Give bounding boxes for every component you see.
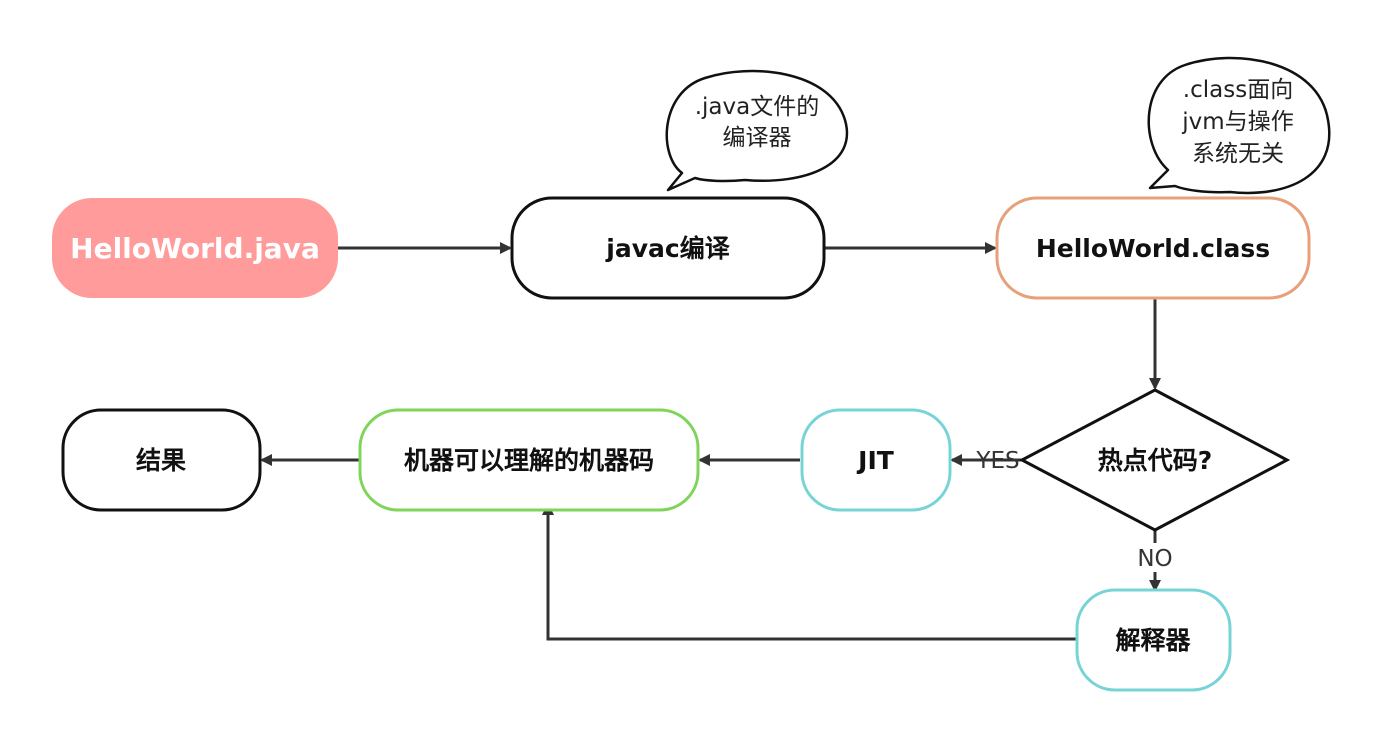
compiler-note-bubble: .java文件的 编译器 — [665, 69, 849, 192]
node-machine-code: 机器可以理解的机器码 — [358, 408, 700, 512]
node-javac: javac编译 — [510, 196, 826, 300]
edge-interpreter-to-machine — [542, 503, 1077, 641]
node-interpreter-label: 解释器 — [1115, 626, 1191, 655]
compiler-note-line1: .java文件的 — [695, 94, 820, 120]
node-result-label: 结果 — [136, 446, 186, 475]
node-class-file: HelloWorld.class — [995, 196, 1311, 300]
node-result: 结果 — [61, 408, 262, 512]
node-javac-label: javac编译 — [605, 234, 730, 263]
node-source-file-label: HelloWorld.java — [70, 232, 320, 265]
edge-label-yes: YES — [975, 448, 1019, 474]
node-interpreter: 解释器 — [1075, 588, 1232, 692]
node-class-file-label: HelloWorld.class — [1036, 234, 1270, 263]
class-note-line1: .class面向 — [1183, 77, 1293, 103]
class-note-bubble: .class面向 jvm与操作 系统无关 — [1147, 56, 1331, 195]
node-machine-code-label: 机器可以理解的机器码 — [404, 446, 654, 475]
node-source-file: HelloWorld.java — [52, 198, 338, 298]
edges — [260, 242, 1161, 641]
class-note-line3: 系统无关 — [1192, 141, 1284, 167]
edge-label-no: NO — [1137, 546, 1172, 572]
compiler-note-line2: 编译器 — [723, 125, 792, 151]
node-hotspot-label: 热点代码? — [1098, 446, 1213, 475]
class-note-line2: jvm与操作 — [1181, 109, 1293, 135]
node-jit: JIT — [800, 408, 952, 512]
node-hotspot: 热点代码? — [1018, 388, 1291, 532]
node-jit-label: JIT — [856, 446, 894, 475]
